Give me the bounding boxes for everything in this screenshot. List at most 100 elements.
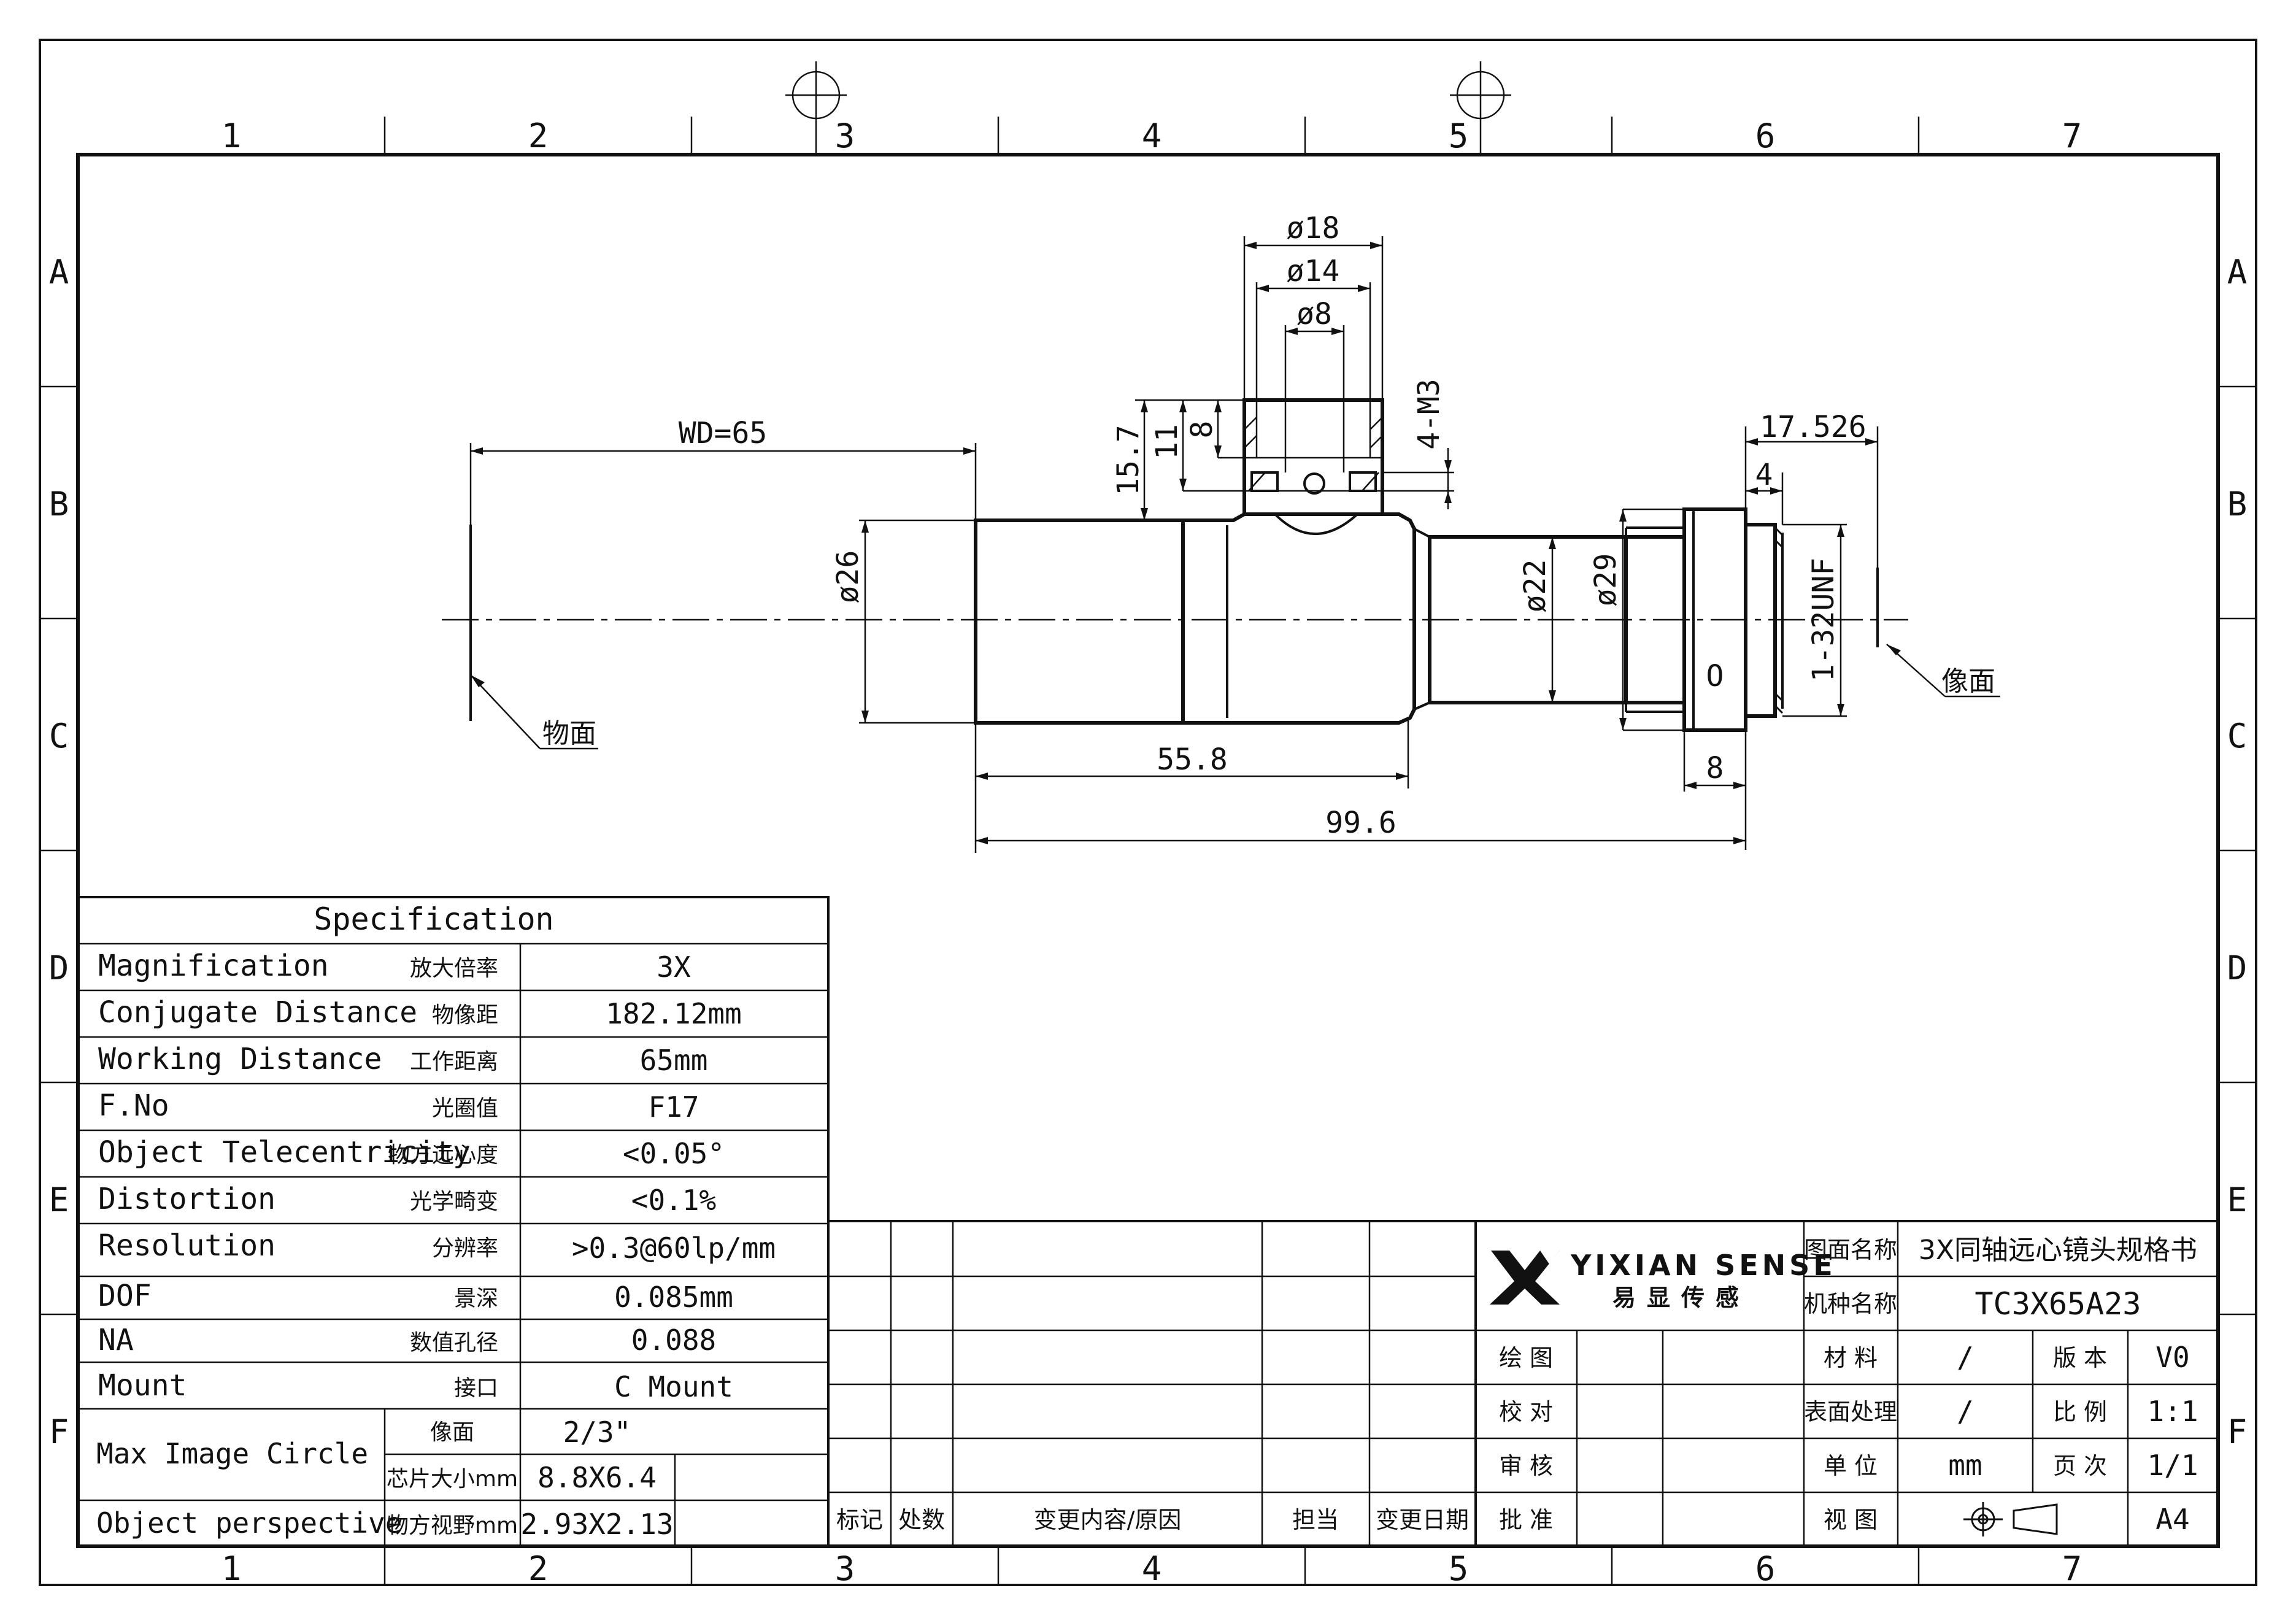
spec-cn-label: 景深	[454, 1286, 498, 1311]
dim-11: 11	[1150, 424, 1184, 460]
dim-4: 4	[1755, 458, 1773, 492]
spec-value: F17	[648, 1090, 699, 1124]
spec-value: 3X	[657, 950, 691, 984]
spec-value: >0.3@60lp/mm	[572, 1232, 776, 1265]
dim-1-32unf: 1-32UNF	[1806, 558, 1841, 682]
col-label: 5	[1449, 117, 1469, 155]
dim-55-8: 55.8	[1157, 742, 1228, 777]
projection-symbol-icon	[1963, 1502, 2058, 1536]
row-label: C	[2227, 717, 2248, 755]
dimension-texts: ø18 ø14 ø8 4-M3 15.7 11 8 WD=65 ø26 ø22 …	[679, 211, 1866, 840]
unit-value: mm	[1948, 1449, 1982, 1482]
spec-cn-label: 接口	[454, 1376, 498, 1401]
spec-en-label: Conjugate Distance	[98, 995, 417, 1030]
sign-row-approve: 批 准	[1499, 1506, 1553, 1533]
spec-en-label: F.No	[98, 1089, 169, 1123]
object-plane-label: 物面	[542, 718, 596, 749]
version-value: V0	[2155, 1341, 2189, 1374]
spec-cn-label: 物方远心度	[388, 1143, 498, 1168]
surface-label: 表面处理	[1804, 1398, 1897, 1425]
spec-en-label: Max Image Circle	[96, 1437, 368, 1470]
dim-d22: ø22	[1518, 560, 1552, 613]
dim-8-top: 8	[1185, 421, 1219, 439]
yixian-logo-icon	[1490, 1251, 1560, 1305]
lens-outline: O	[442, 398, 1908, 732]
col-label: 1	[222, 1549, 242, 1588]
row-labels-left: A B C D E F	[49, 253, 69, 1451]
material-label: 材 料	[1824, 1344, 1878, 1371]
spec-en-label: Mount	[98, 1368, 187, 1403]
spec-value: <0.05°	[623, 1137, 725, 1170]
spec-cn-label: 分辨率	[432, 1236, 498, 1261]
dim-d18: ø18	[1287, 211, 1340, 245]
dim-4-m3: 4-M3	[1412, 379, 1446, 450]
revision-header: 担当	[1292, 1506, 1339, 1533]
spec-en-label: NA	[98, 1323, 134, 1357]
column-labels-top: 1 2 3 4 5 6 7	[222, 117, 2082, 155]
row-label: B	[49, 485, 69, 523]
centering-mark-left	[785, 61, 847, 155]
col-label: 2	[528, 117, 549, 155]
dim-d8: ø8	[1296, 297, 1332, 331]
col-label: 3	[835, 1549, 855, 1588]
brand-name-cn: 易显传感	[1612, 1284, 1750, 1311]
col-label: 5	[1449, 1549, 1469, 1588]
revision-header: 变更日期	[1376, 1506, 1469, 1533]
spec-cn-label: 工作距离	[410, 1049, 498, 1074]
port-hatching	[1244, 417, 1383, 492]
specification-table: Specification Magnification Conjugate Di…	[77, 896, 830, 1548]
o-ring-mark: O	[1706, 659, 1724, 693]
unit-label: 单 位	[1824, 1452, 1878, 1479]
dim-d26: ø26	[831, 550, 865, 604]
dimension-arrowheads	[471, 242, 1901, 844]
brand-name: YIXIAN SENSE	[1570, 1249, 1836, 1282]
view-label: 视 图	[1824, 1506, 1878, 1533]
spec-value: <0.1%	[631, 1184, 716, 1217]
row-labels-right: A B C D E F	[2227, 253, 2248, 1451]
paper-size: A4	[2155, 1503, 2189, 1536]
model-number: TC3X65A23	[1975, 1286, 2141, 1322]
row-label: A	[2227, 253, 2248, 291]
page-label: 页 次	[2053, 1452, 2107, 1479]
spec-cn-label: 光学畸变	[410, 1189, 498, 1214]
col-label: 6	[1755, 117, 1776, 155]
row-label: C	[49, 717, 69, 755]
centering-mark-right	[1450, 61, 1511, 155]
spec-value: 65mm	[640, 1044, 708, 1077]
spec-en-label: Resolution	[98, 1228, 275, 1263]
col-label: 7	[2062, 117, 2082, 155]
title-block: YIXIAN SENSE 易显传感 图面名称 机种名称 绘 图 校 对 审 核 …	[1474, 1220, 2218, 1546]
dim-d14: ø14	[1287, 254, 1340, 288]
spec-en-label: Working Distance	[98, 1042, 382, 1076]
revision-header: 处数	[898, 1506, 945, 1533]
spec-title: Specification	[314, 901, 553, 937]
column-labels-bottom: 1 2 3 4 5 6 7	[222, 1549, 2082, 1588]
spec-value: C Mount	[614, 1370, 733, 1403]
col-label: 3	[835, 117, 855, 155]
dim-15-7: 15.7	[1111, 425, 1146, 496]
image-plane-label: 像面	[1941, 666, 1995, 697]
spec-en-label: Object perspective	[96, 1506, 403, 1540]
sign-row-check: 校 对	[1499, 1398, 1553, 1425]
row-label: E	[49, 1181, 69, 1219]
spec-cn-label: 物像距	[432, 1003, 498, 1028]
scale-label: 比 例	[2053, 1398, 2107, 1425]
spec-value: 2/3"	[563, 1416, 631, 1449]
dimension-lines	[469, 236, 2000, 853]
dim-wd: WD=65	[679, 416, 768, 450]
spec-cn-label: 芯片大小mm	[387, 1467, 518, 1492]
spec-en-label: Object Telecentricity	[98, 1135, 471, 1170]
revision-table: 标记 处数 变更内容/原因 担当 变更日期	[828, 1220, 1476, 1546]
surface-value: /	[1957, 1395, 1974, 1428]
dim-d29: ø29	[1589, 553, 1623, 607]
col-label: 4	[1142, 117, 1162, 155]
row-label: E	[2227, 1181, 2248, 1219]
dim-17-526: 17.526	[1760, 410, 1866, 444]
material-value: /	[1957, 1341, 1974, 1374]
scale-value: 1:1	[2147, 1395, 2198, 1428]
spec-cn-label: 放大倍率	[410, 956, 498, 981]
revision-header: 标记	[836, 1506, 883, 1533]
drawing-name-label: 图面名称	[1804, 1236, 1897, 1263]
spec-value: 2.93X2.13	[520, 1508, 673, 1541]
spec-value: 182.12mm	[606, 997, 742, 1030]
